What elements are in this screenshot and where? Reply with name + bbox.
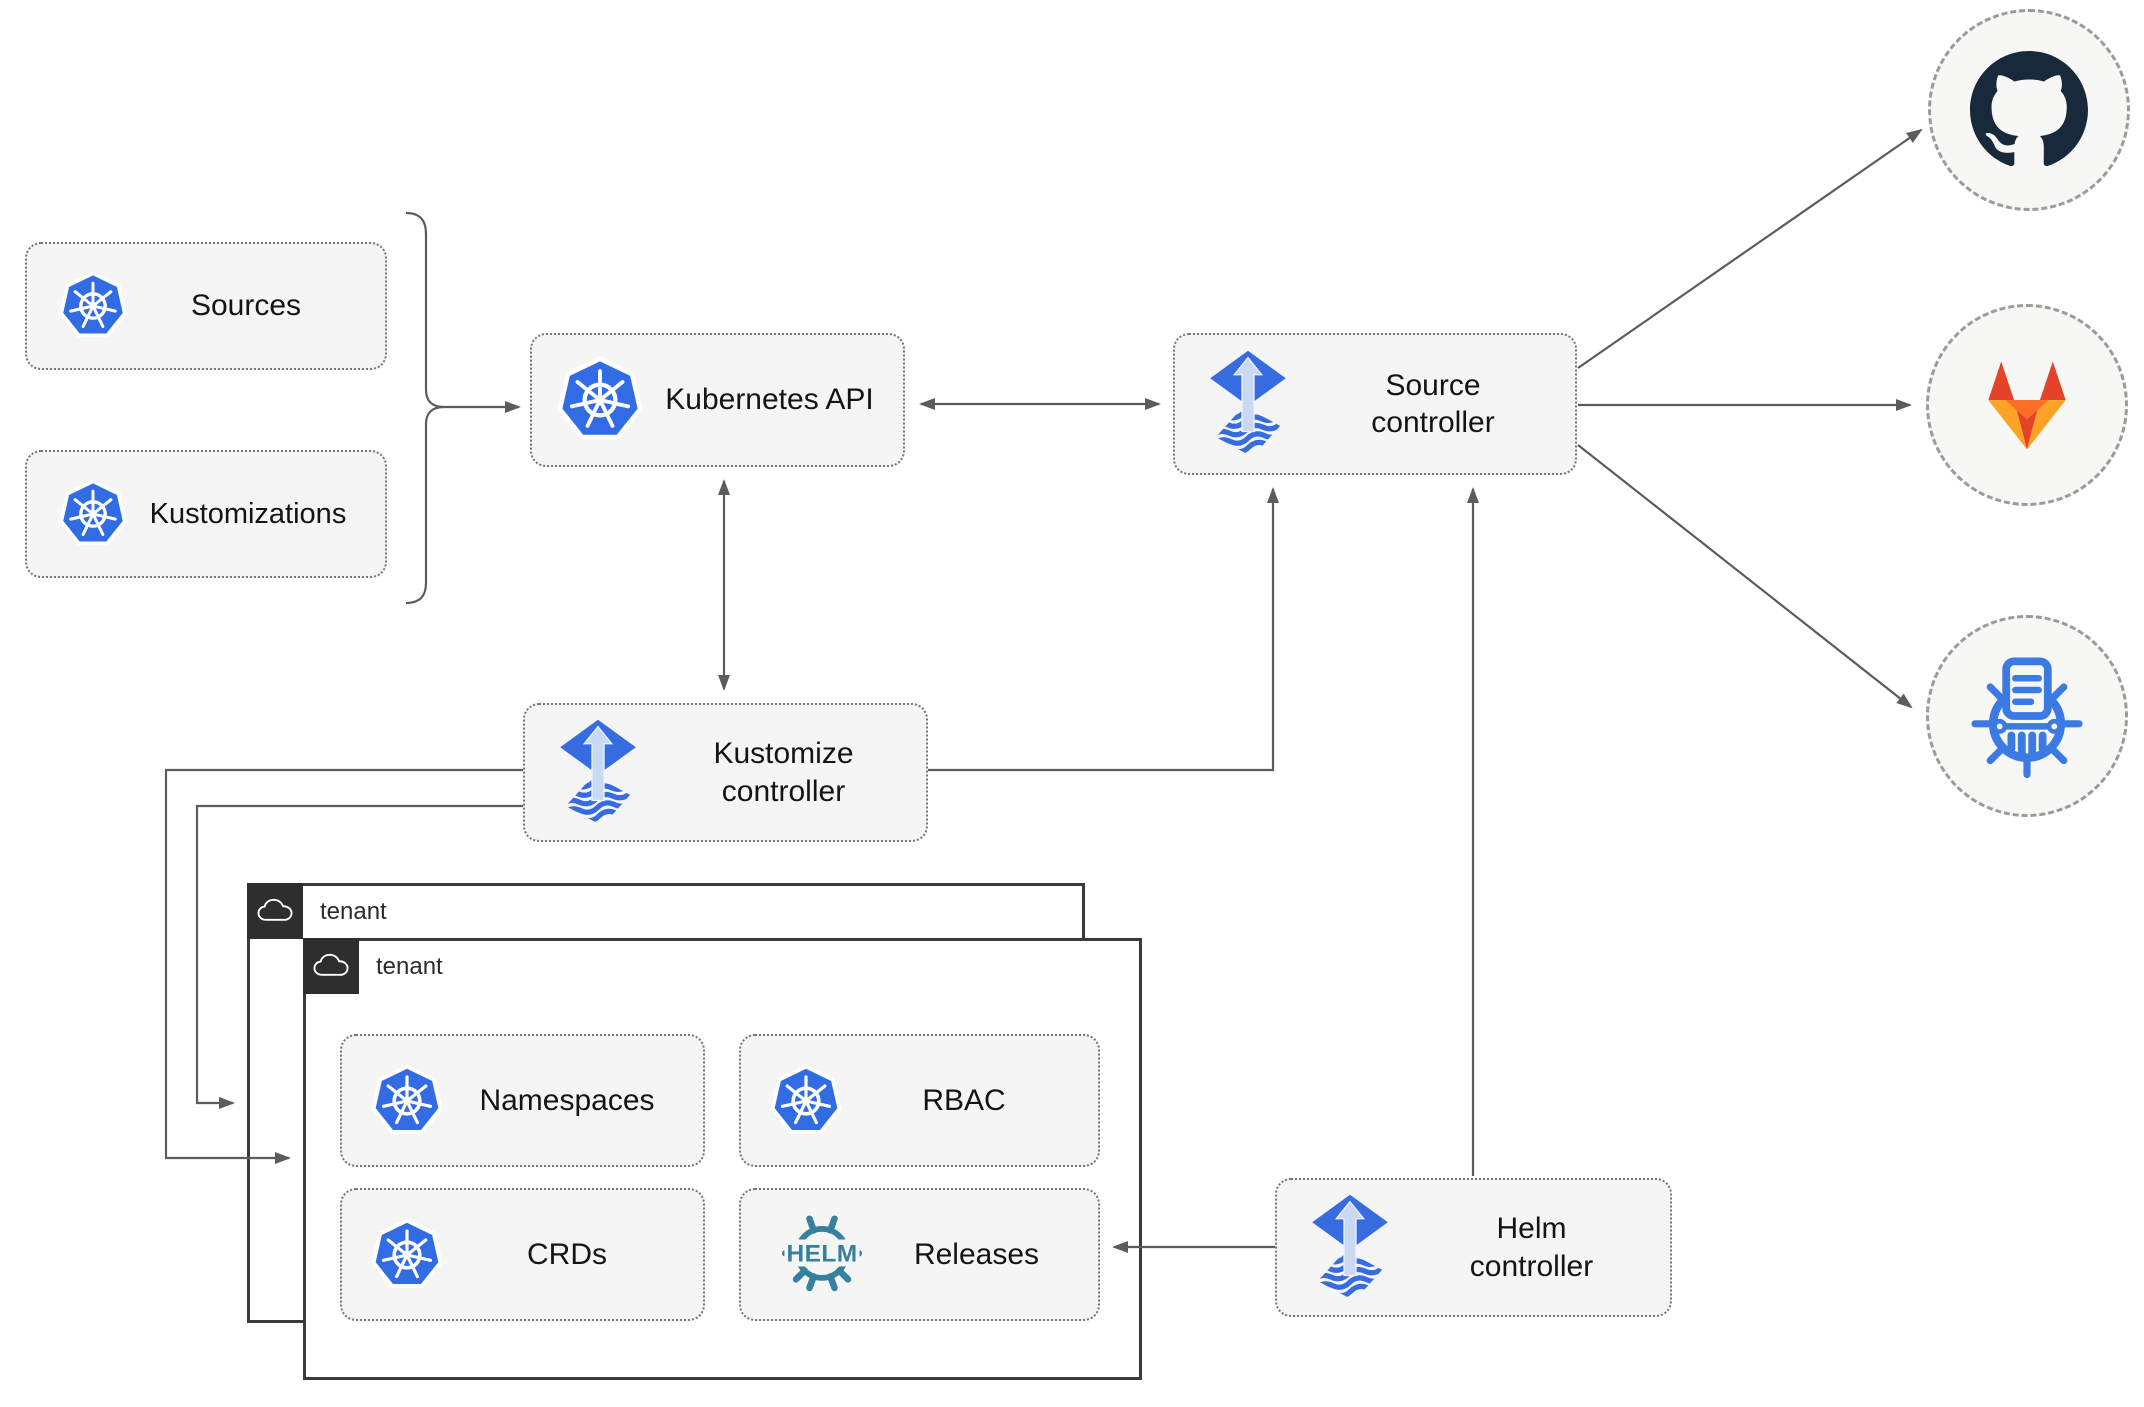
helm-repository-icon [1962, 651, 2092, 781]
node-label: Source controller [1371, 368, 1495, 440]
flux-icon [1205, 349, 1291, 459]
node-label: Kustomizations [149, 497, 347, 530]
node-kustomize-controller: Kustomize controller [523, 703, 928, 842]
node-releases: Releases [739, 1188, 1100, 1321]
node-label: Kubernetes API [665, 383, 874, 417]
node-label: Releases [913, 1237, 1040, 1271]
node-kustomizations: Kustomizations [25, 450, 387, 578]
tenant-inner-label: tenant [376, 953, 443, 980]
node-label: Sources [190, 289, 302, 323]
cloud-icon [256, 898, 294, 924]
node-source-controller: Source controller [1173, 333, 1577, 475]
node-kubernetes-api: Kubernetes API [530, 333, 905, 467]
helm-logo-icon [773, 1209, 871, 1301]
node-crds: CRDs [340, 1188, 705, 1321]
github-icon [1970, 51, 2088, 169]
node-label: Kustomize controller [713, 737, 854, 808]
edge-source-to-helm-repository [1577, 444, 1913, 709]
node-sources: Sources [25, 242, 387, 370]
node-namespaces: Namespaces [340, 1034, 705, 1167]
helm-repository-node [1926, 615, 2128, 817]
node-rbac: RBAC [739, 1034, 1100, 1167]
edge-source-to-github [1577, 128, 1923, 369]
brace-sources-group [405, 211, 445, 605]
edge-kustomize-to-source [928, 487, 1279, 772]
node-label: RBAC [922, 1083, 1006, 1117]
gitlab-icon [1973, 355, 2081, 456]
kubernetes-icon [766, 1061, 846, 1141]
kubernetes-icon [55, 476, 131, 552]
kubernetes-icon [55, 268, 131, 344]
gitlab-node [1926, 304, 2128, 506]
tenant-inner-tab [303, 938, 359, 994]
kubernetes-icon [367, 1215, 447, 1295]
node-label: Helm controller [1469, 1212, 1594, 1283]
kubernetes-icon [367, 1061, 447, 1141]
flux-icon [1307, 1193, 1393, 1303]
github-node [1928, 9, 2130, 211]
kubernetes-icon [552, 352, 648, 448]
node-label: Namespaces [479, 1083, 655, 1117]
tenant-outer-tab [247, 883, 303, 939]
flux-icon [555, 718, 641, 828]
cloud-icon [312, 953, 350, 979]
tenant-outer-label: tenant [320, 898, 387, 925]
node-helm-controller: Helm controller [1275, 1178, 1672, 1317]
node-label: CRDs [527, 1237, 607, 1271]
